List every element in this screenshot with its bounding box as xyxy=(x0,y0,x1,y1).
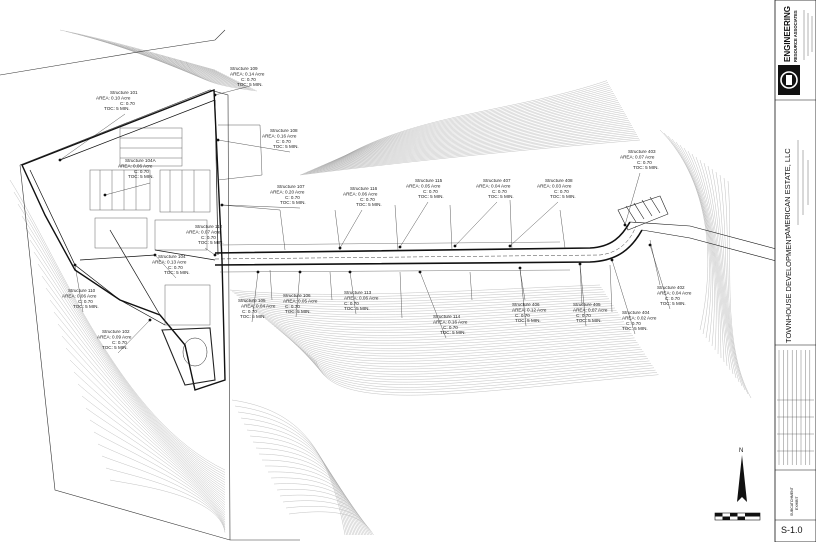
label-leader-line xyxy=(339,209,363,249)
label-leader-line xyxy=(251,271,259,323)
north-arrow-icon: N xyxy=(737,448,747,502)
title-block-fine-print xyxy=(797,10,813,225)
sheet-number: S-1.0 xyxy=(781,525,803,535)
label-leader-line xyxy=(454,201,498,247)
firm-subname: RESOURCE ASSOCIATES xyxy=(793,10,798,62)
structure-labels: Structure 109 AREA: 0.14 Acre C: 0.70 TO… xyxy=(62,66,693,350)
label-leader-line xyxy=(509,201,559,247)
structure-label: Structure 101 AREA: 0.10 Acre C: 0.70 TO… xyxy=(96,90,139,111)
label-leader-line xyxy=(214,85,251,96)
label-leader-line xyxy=(104,182,151,196)
project-name: TOWNHOUSE DEVELOPMENT xyxy=(784,234,793,343)
contour-line-set xyxy=(9,29,752,536)
structure-label: Structure 116 AREA: 0.06 Acre C: 0.70 TO… xyxy=(343,186,382,207)
structure-label: Structure 108 AREA: 0.16 Acre C: 0.70 TO… xyxy=(262,128,299,149)
sheet-title: SUBCATCHMENT xyxy=(790,486,794,516)
development-boundary xyxy=(21,88,226,391)
structure-label: Structure 402 AREA: 0.04 Acre C: 0.70 TO… xyxy=(657,285,693,306)
structure-label: Structure 405 AREA: 0.07 Acre C: 0.70 TO… xyxy=(573,302,609,323)
revision-table xyxy=(777,350,814,465)
townhouse-buildings xyxy=(89,127,211,326)
detention-pond xyxy=(161,327,216,386)
structure-label: Structure 109 AREA: 0.14 Acre C: 0.70 TO… xyxy=(230,66,266,87)
main-road xyxy=(214,221,781,273)
parking-area xyxy=(617,195,669,231)
label-leader-line xyxy=(221,204,301,209)
label-leader-line xyxy=(624,172,641,226)
structure-label: Structure 105 AREA: 0.04 Acre C: 0.70 TO… xyxy=(238,298,277,319)
label-leader-line xyxy=(419,271,447,339)
client-name: AMERICAN ESTATE, LLC xyxy=(783,148,792,236)
label-leader-line xyxy=(217,139,291,153)
label-leader-line xyxy=(154,254,177,279)
label-leader-line xyxy=(59,113,126,161)
label-leader-line xyxy=(204,247,216,256)
label-leader-line xyxy=(519,267,527,327)
structure-label: Structure 404 AREA: 0.02 Acre C: 0.70 TO… xyxy=(622,310,658,331)
structure-label: Structure 115 AREA: 0.05 Acre C: 0.70 TO… xyxy=(406,178,444,199)
structure-label: Structure 104A AREA: 0.06 Acre C: 0.70 T… xyxy=(118,158,157,179)
label-leader-line xyxy=(611,259,636,335)
structure-label: Structure 408 AREA: 0.03 Acre C: 0.70 TO… xyxy=(537,178,576,199)
parcel-boundary xyxy=(0,29,300,541)
structure-label: Structure 104 AREA: 0.13 Acre C: 0.70 TO… xyxy=(152,254,190,275)
label-leader-line xyxy=(649,244,671,310)
label-leader-line xyxy=(74,264,84,313)
structure-label: Structure 106 AREA: 0.05 Acre C: 0.70 TO… xyxy=(283,293,319,314)
structure-label: Structure 406 AREA: 0.12 Acre C: 0.70 TO… xyxy=(512,302,548,323)
graphic-scale xyxy=(714,512,761,521)
north-label: N xyxy=(739,448,743,454)
subcatchment-divides xyxy=(217,124,661,319)
structure-label: Structure 113 AREA: 0.06 Acre C: 0.70 TO… xyxy=(344,290,380,311)
firm-logo-icon xyxy=(778,65,800,95)
title-block: ENGINEERING RESOURCE ASSOCIATES AMERICAN… xyxy=(774,0,816,542)
firm-name: ENGINEERING xyxy=(783,6,792,62)
structure-label: Structure 403 AREA: 0.07 Acre C: 0.70 TO… xyxy=(620,149,659,170)
structure-markers xyxy=(58,85,671,354)
label-leader-line xyxy=(295,271,301,318)
storm-pipes xyxy=(29,99,219,326)
structure-label: Structure 407 AREA: 0.04 Acre C: 0.70 TO… xyxy=(476,178,514,199)
sheet-title-2: EXHIBIT xyxy=(795,496,799,510)
structure-label: Structure 107 AREA: 0.20 Acre C: 0.70 TO… xyxy=(270,184,306,205)
structure-label: Structure 110 AREA: 0.06 Acre C: 0.70 TO… xyxy=(62,288,99,309)
terrain-contours xyxy=(9,29,752,536)
structure-label: Structure 114 AREA: 0.16 Acre C: 0.70 TO… xyxy=(433,314,469,335)
structure-label: Structure 112 AREA: 0.07 Acre C: 0.70 TO… xyxy=(186,224,224,245)
label-leader-line xyxy=(579,263,587,327)
label-leader-line xyxy=(349,271,357,315)
label-leader-line xyxy=(117,319,151,354)
structure-label: Structure 102 AREA: 0.09 Acre C: 0.70 TO… xyxy=(97,329,133,350)
label-leader-line xyxy=(399,201,429,248)
